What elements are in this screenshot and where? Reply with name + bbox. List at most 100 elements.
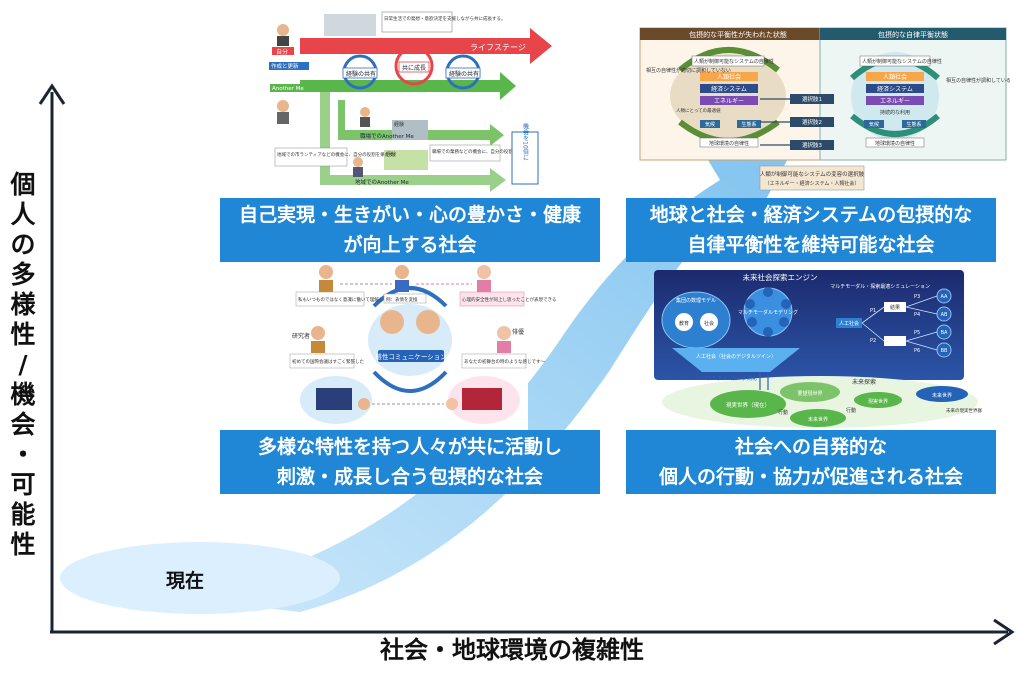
researcher-label: 研究者 xyxy=(292,332,310,340)
y-axis-label-char: / xyxy=(18,350,28,379)
opt3: 選択肢3 xyxy=(802,141,823,149)
share1-label: 経験の共有 xyxy=(346,70,376,78)
p1-label: P1 xyxy=(870,308,876,314)
banner-voluntary-action: 社会への自発的な 個人の行動・協力が促進される社会 xyxy=(626,430,996,494)
p5-label: P5 xyxy=(914,330,920,336)
engine-title: 未来社会探索エンジン xyxy=(743,272,818,282)
banner-earth-balance: 地球と社会・経済システムの包摂的な 自律平衡性を維持可能な社会 xyxy=(626,198,996,262)
panel-top-right: 包摂的な平衡性が失われた状態 包摂的な自律平衡状態 人類が制御可能なシステムの自… xyxy=(639,27,1011,191)
person-icon xyxy=(477,265,491,279)
p3-label: P3 xyxy=(914,294,920,300)
layer3-left: エネルギー xyxy=(714,98,744,105)
researcher-icon xyxy=(311,326,325,340)
panel-bottom-left: 感性コミュニケーション 研究者 俳優 私もいつものではなく意識に働いて理解してい… xyxy=(282,262,556,432)
cond-right: 人類が制御可能なシステムの自律性 xyxy=(862,58,942,65)
y-axis-label-char: 可 xyxy=(10,470,36,499)
job-note: 職場での業務などの機会に、自分の役割を果たす。 xyxy=(432,148,535,155)
model-label: 集団の数理モデル xyxy=(676,297,716,304)
y-axis-label-char: 性 xyxy=(10,530,36,559)
y-axis-label-char: 会 xyxy=(10,410,36,439)
y-axis-label-char: 個 xyxy=(10,170,36,199)
opt1: 選択肢1 xyxy=(802,95,822,103)
tr-right-title: 包摂的な自律平衡状態 xyxy=(878,30,948,39)
act1: 行動 xyxy=(778,409,788,416)
layer2-right: 経済システム xyxy=(877,85,913,93)
opt2: 選択肢2 xyxy=(802,118,822,126)
center-label: 感性コミュニケーション xyxy=(375,352,446,361)
side-left: 相互の自律性が適切に調和していない xyxy=(646,67,731,74)
banner-line: 個人の行動・協力が促進される社会 xyxy=(658,466,963,488)
future-explore: 未来探索 xyxy=(852,378,876,386)
y-axis-label-char: の xyxy=(10,230,36,259)
x-axis-label: 社会・地球環境の複雑性 xyxy=(380,636,644,664)
outcome-aa: AA xyxy=(941,294,949,300)
layer1-right: 人類社会 xyxy=(883,73,907,81)
node-soc: 社会 xyxy=(704,320,714,327)
node-edu: 教育 xyxy=(679,320,689,327)
bubble5: あなたの初舞台の時のような感じです〜 xyxy=(464,358,545,365)
tenfold-label: 機会を10倍に xyxy=(522,122,529,161)
region-note: 地域での市ランティアなどの機会に、自分の役割を果たす。 xyxy=(277,151,398,158)
sustain-label: 持続的な利用 xyxy=(880,109,910,116)
now-world: 現実世界（現在） xyxy=(726,401,770,409)
y-axis-label-char: 様 xyxy=(10,290,36,319)
y-axis-label-char: ・ xyxy=(10,440,36,469)
actor-label: 俳優 xyxy=(512,328,524,336)
current-ellipse xyxy=(60,542,340,614)
y-axis-label-char: 機 xyxy=(10,380,36,409)
banner-line: 多様な特性を持つ人々が共に活動し xyxy=(257,436,562,458)
current-label: 現在 xyxy=(166,570,205,592)
layer2-left: 経済システム xyxy=(711,85,747,93)
p4-label: P4 xyxy=(914,312,920,318)
banner-line: 地球と社会・経済システムの包摂的な xyxy=(649,204,973,226)
future-world3: 未来世界 xyxy=(932,392,952,399)
y-axis-label-char: 能 xyxy=(10,500,36,529)
system-choice-sub: （エネルギー・経済システム・人類社会） xyxy=(765,180,860,187)
grow-label: 共に成長 xyxy=(402,64,426,72)
human-note: 人類にとっての最適値 xyxy=(676,107,721,114)
another-me-label: Another Me xyxy=(272,86,304,92)
banner-diversity: 多様な特性を持つ人々が共に活動し 刺激・成長し合う包摂的な社会 xyxy=(220,430,600,494)
ai-label: 人工社会 xyxy=(839,320,859,327)
eco-right: 生態系 xyxy=(906,121,921,128)
y-axis-label-char: 人 xyxy=(10,200,36,229)
bubble1: 私もいつものではなく意識に働いて理解している xyxy=(298,296,397,303)
bubble3: 心理的安全性が同上し思ったことが表現できる xyxy=(462,296,556,303)
banner-line: 刺激・成長し合う包摂的な社会 xyxy=(276,466,543,488)
outcome-ab: AB xyxy=(941,312,948,318)
panel-top-left: ライフステージ 経験の共有 共に成長 経験の共有 自分 作成と更新 Anothe… xyxy=(268,10,558,195)
self-label: 自分 xyxy=(276,48,288,56)
cond-left: 人類が制御可能なシステムの自律性 xyxy=(694,58,774,65)
realtime-label: リアルタイムデータ同化 xyxy=(702,375,757,382)
y-axis-label-char: 性 xyxy=(10,320,36,349)
bubble2: 例：表情を変換 xyxy=(386,296,418,303)
job-am-label: 職場でのAnother Me xyxy=(360,132,414,140)
banner-line: 自己実現・生きがい・心の豊かさ・健康 xyxy=(238,204,581,226)
tl-note: 日常生活での発想・意欲決定を支援しながら共に成長する。 xyxy=(384,15,506,22)
y-axis-arrowhead xyxy=(38,83,66,105)
exp1-label: 経験 xyxy=(394,121,404,128)
outcome-bb: BB xyxy=(941,348,948,354)
act2: 行動 xyxy=(846,407,856,414)
banner-line: 社会への自発的な xyxy=(734,436,887,458)
future-world: 未来世界 xyxy=(808,416,828,423)
y-axis-label-line: ・可能性 xyxy=(8,440,38,560)
tr-left-title: 包摂的な平衡性が失われた状態 xyxy=(689,30,787,39)
layer1-left: 人類社会 xyxy=(717,73,741,81)
actor-icon xyxy=(497,326,511,340)
y-axis-label-line: 個人の多様性/機会 xyxy=(8,170,38,440)
side-right: 相互の自律性が調和している xyxy=(946,77,1011,84)
sim-title: マルチモーダル・探索最適シミュレーション xyxy=(830,283,930,290)
p6-label: P6 xyxy=(914,348,920,354)
another-me-icon xyxy=(277,100,289,112)
climate-left: 気候 xyxy=(705,121,715,128)
share2-label: 経験の共有 xyxy=(449,70,479,78)
person-icon xyxy=(319,265,333,279)
climate-right: 気候 xyxy=(869,121,879,128)
bottom-right: 地球環境の自律性 xyxy=(875,140,915,147)
bottom-left: 地球環境の自律性 xyxy=(709,140,749,147)
result-label: 結果 xyxy=(890,304,900,311)
future-world4: 未来の現実世界群 xyxy=(946,407,982,414)
x-axis-arrowhead xyxy=(993,618,1015,646)
